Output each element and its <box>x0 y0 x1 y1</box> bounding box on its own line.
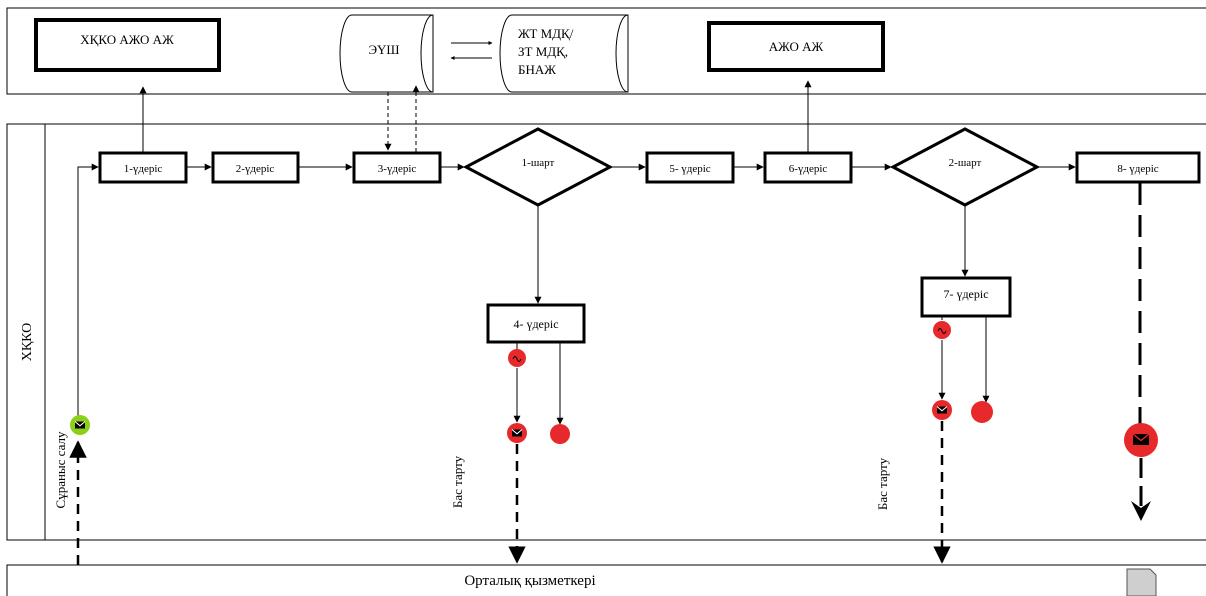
process-2: 2-үдеріс <box>211 151 300 184</box>
registry-line-1: ЖТ МДҚ/ <box>518 26 574 41</box>
request-label: Сұраныс салу <box>53 431 68 508</box>
svg-text:АЖО АЖ: АЖО АЖ <box>769 39 824 54</box>
svg-text:3-үдеріс: 3-үдеріс <box>378 163 417 175</box>
envelope-icon <box>511 429 523 437</box>
end-event-2 <box>971 401 993 423</box>
flow-start-p1 <box>77 163 99 416</box>
svg-text:ЭҮШ: ЭҮШ <box>368 42 399 57</box>
svg-text:8- үдеріс: 8- үдеріс <box>1117 163 1158 175</box>
envelope-icon <box>1133 434 1149 445</box>
process-6: 6-үдеріс <box>763 151 853 184</box>
process-3: 3-үдеріс <box>352 151 442 184</box>
end-event-1 <box>550 424 570 444</box>
process-4: 4- үдеріс <box>486 303 586 344</box>
timer-event-2 <box>933 321 951 339</box>
svg-text:1-шарт: 1-шарт <box>522 157 555 169</box>
svg-text:6-үдеріс: 6-үдеріс <box>789 163 828 175</box>
central-employee-lane <box>6 564 1206 596</box>
document-icon <box>1126 568 1157 596</box>
svg-text:ХҚКО АЖО АЖ: ХҚКО АЖО АЖ <box>80 32 174 47</box>
timer-event-1 <box>508 349 526 367</box>
svg-text:7- үдеріс: 7- үдеріс <box>943 287 988 301</box>
svg-text:4- үдеріс: 4- үдеріс <box>513 317 558 331</box>
registry-database: ЖТ МДҚ/ ЗТ МДҚ, БНАЖ <box>499 14 629 93</box>
envelope-icon <box>936 406 948 414</box>
svg-text:5- үдеріс: 5- үдеріс <box>669 163 710 175</box>
process-8: 8- үдеріс <box>1075 151 1201 184</box>
condition-2: 2-шарт <box>889 127 1041 207</box>
registry-line-2: ЗТ МДҚ, <box>518 44 568 59</box>
svg-text:2-шарт: 2-шарт <box>949 157 982 169</box>
process-7: 7- үдеріс <box>920 276 1012 318</box>
svg-text:1-үдеріс: 1-үдеріс <box>124 163 163 175</box>
hkko-lane-label: ХҚКО <box>20 323 35 362</box>
registry-line-3: БНАЖ <box>518 62 556 77</box>
end-arrowhead <box>1131 501 1151 521</box>
message-event-1 <box>507 423 527 443</box>
timer-icon <box>512 356 522 362</box>
start-event <box>70 415 90 435</box>
svg-text:2-үдеріс: 2-үдеріс <box>236 163 275 175</box>
central-employee-lane-label: Орталық қызметкері <box>464 573 595 589</box>
condition-1: 1-шарт <box>462 127 614 207</box>
process-1: 1-үдеріс <box>98 151 188 184</box>
eush-database: ЭҮШ <box>339 14 434 93</box>
hkko-azho-system: ХҚКО АЖО АЖ <box>34 18 221 72</box>
envelope-icon <box>74 421 86 429</box>
hkko-lane <box>6 123 1206 541</box>
message-event-2 <box>932 400 952 420</box>
process-5: 5- үдеріс <box>645 151 735 184</box>
refusal-label-1: Бас тарту <box>450 455 465 508</box>
azho-system: АЖО АЖ <box>707 21 885 72</box>
message-event-3 <box>1124 423 1158 457</box>
refusal-label-2: Бас тарту <box>875 457 890 510</box>
timer-icon <box>937 328 947 334</box>
